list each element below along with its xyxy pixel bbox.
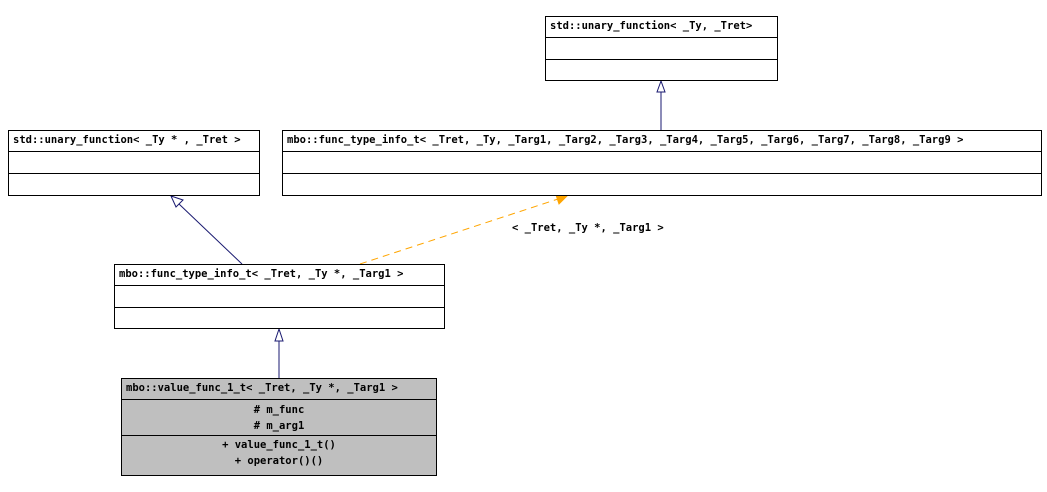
template-binding-label: < _Tret, _Ty *, _Targ1 >	[512, 222, 664, 234]
arrowhead-hollow	[274, 327, 284, 342]
class-func-type-info-full[interactable]: mbo::func_type_info_t< _Tret, _Ty, _Targ…	[282, 130, 1042, 196]
methods-section	[283, 174, 1041, 196]
class-unary-function-ty-tret[interactable]: std::unary_function< _Ty, _Tret>	[545, 16, 778, 81]
methods-section	[9, 174, 259, 196]
method-operator-call: + operator()()	[234, 455, 324, 467]
methods-section	[115, 308, 444, 329]
methods-section	[546, 60, 777, 81]
class-value-func-1[interactable]: mbo::value_func_1_t< _Tret, _Ty *, _Targ…	[121, 378, 437, 476]
class-func-type-info-spec[interactable]: mbo::func_type_info_t< _Tret, _Ty *, _Ta…	[114, 264, 445, 329]
class-title: mbo::func_type_info_t< _Tret, _Ty *, _Ta…	[115, 265, 444, 286]
class-title: std::unary_function< _Ty, _Tret>	[546, 17, 777, 38]
edge-inherit-spec-to-unary-typtr	[178, 203, 243, 265]
class-unary-function-typtr-tret[interactable]: std::unary_function< _Ty * , _Tret >	[8, 130, 260, 196]
attributes-section	[9, 152, 259, 174]
method-constructor: + value_func_1_t()	[222, 439, 336, 451]
arrowhead-hollow	[170, 195, 184, 208]
attributes-section	[283, 152, 1041, 174]
class-title: std::unary_function< _Ty * , _Tret >	[9, 131, 259, 152]
attributes-section	[115, 286, 444, 308]
attributes-section	[546, 38, 777, 60]
class-title: mbo::func_type_info_t< _Tret, _Ty, _Targ…	[283, 131, 1041, 152]
arrowhead-hollow	[656, 79, 666, 93]
attribute-m-func: # m_func	[253, 404, 305, 416]
edge-template-binding	[359, 198, 559, 265]
attribute-m-arg1: # m_arg1	[253, 420, 305, 432]
class-title: mbo::value_func_1_t< _Tret, _Ty *, _Targ…	[122, 379, 436, 400]
methods-section: + value_func_1_t() + operator()()	[122, 436, 436, 470]
arrowhead-filled	[555, 194, 570, 205]
attributes-section: # m_func # m_arg1	[122, 400, 436, 436]
